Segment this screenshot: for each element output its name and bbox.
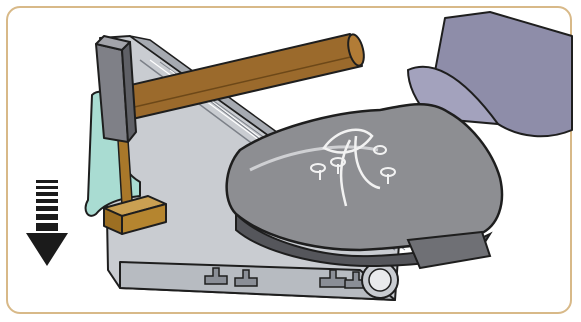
- down-arrow-icon: [26, 180, 68, 266]
